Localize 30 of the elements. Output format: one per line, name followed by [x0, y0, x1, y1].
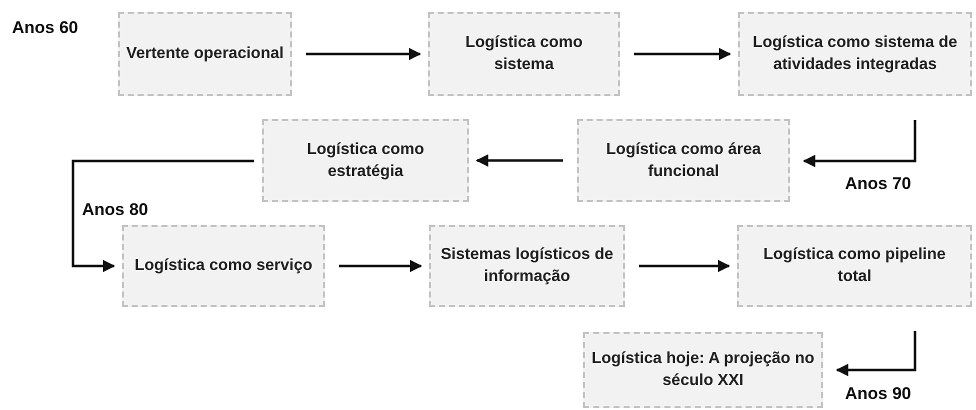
decade-label: Anos 60	[12, 18, 78, 38]
decade-label: Anos 70	[845, 174, 912, 194]
arrow	[639, 260, 730, 272]
box-text: Sistemas logísticos de informação	[440, 245, 614, 287]
process-box	[118, 12, 292, 96]
process-box	[738, 12, 972, 96]
box-text: Logística como sistema de atividades integradas	[752, 33, 958, 75]
process-box	[577, 119, 790, 202]
box-text: Logística como serviço	[134, 256, 312, 276]
arrow	[72, 160, 254, 272]
process-box	[429, 225, 625, 307]
box-text: Vertente operacional	[126, 44, 284, 64]
process-box	[583, 332, 823, 408]
process-box	[737, 225, 972, 307]
arrow	[306, 48, 422, 60]
box-text: Logística como área funcional	[605, 140, 762, 182]
decade-label: Anos 90	[845, 384, 912, 404]
arrow	[802, 120, 916, 168]
box-text: Logística como sistema	[464, 33, 584, 75]
process-box	[428, 12, 620, 96]
arrow	[339, 260, 422, 272]
arrow	[476, 154, 563, 167]
process-box	[262, 119, 469, 202]
box-text: Logística como pipeline total	[762, 245, 947, 287]
decade-label: Anos 80	[82, 200, 148, 220]
process-box	[122, 225, 325, 307]
arrow	[836, 331, 916, 376]
arrow	[634, 48, 732, 60]
box-text: Logística hoje: A projeção no século XXI	[591, 349, 815, 391]
box-text: Logística como estratégia	[306, 140, 426, 182]
